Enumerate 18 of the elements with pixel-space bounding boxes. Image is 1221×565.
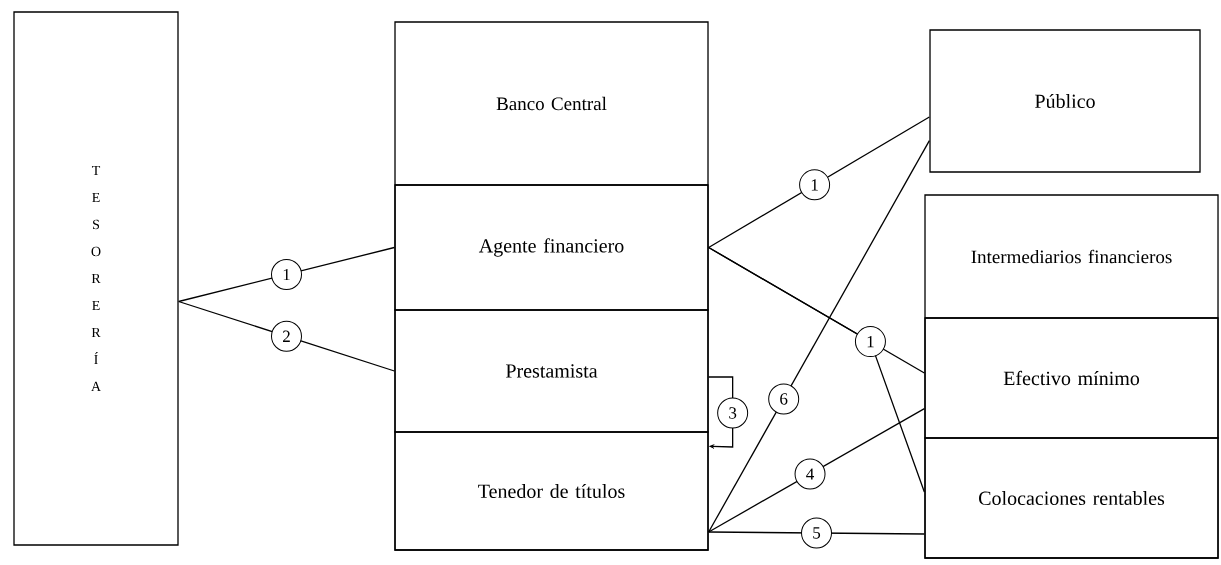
connector-line — [708, 140, 930, 533]
edge-label: 6 — [768, 383, 800, 415]
connector-line — [708, 116, 930, 249]
edge-label: 4 — [794, 458, 826, 490]
edge-label: 2 — [271, 320, 302, 352]
cell: Tenedor de títulos — [394, 431, 709, 551]
edge-label: 1 — [799, 169, 831, 201]
edge-label: 3 — [717, 397, 749, 429]
edge-label: 1 — [271, 259, 302, 290]
cell: Efectivo mínimo — [924, 317, 1219, 439]
entity-box: Público — [929, 29, 1201, 173]
cell: Prestamista — [394, 309, 709, 433]
cell: Agente financiero — [394, 184, 709, 311]
vertical-box: TESORERÍA — [13, 11, 179, 546]
edge-label: 1 — [854, 326, 886, 358]
edge-label: 5 — [801, 517, 832, 549]
cell: Colocaciones rentables — [924, 437, 1219, 559]
connector-line — [708, 246, 925, 493]
